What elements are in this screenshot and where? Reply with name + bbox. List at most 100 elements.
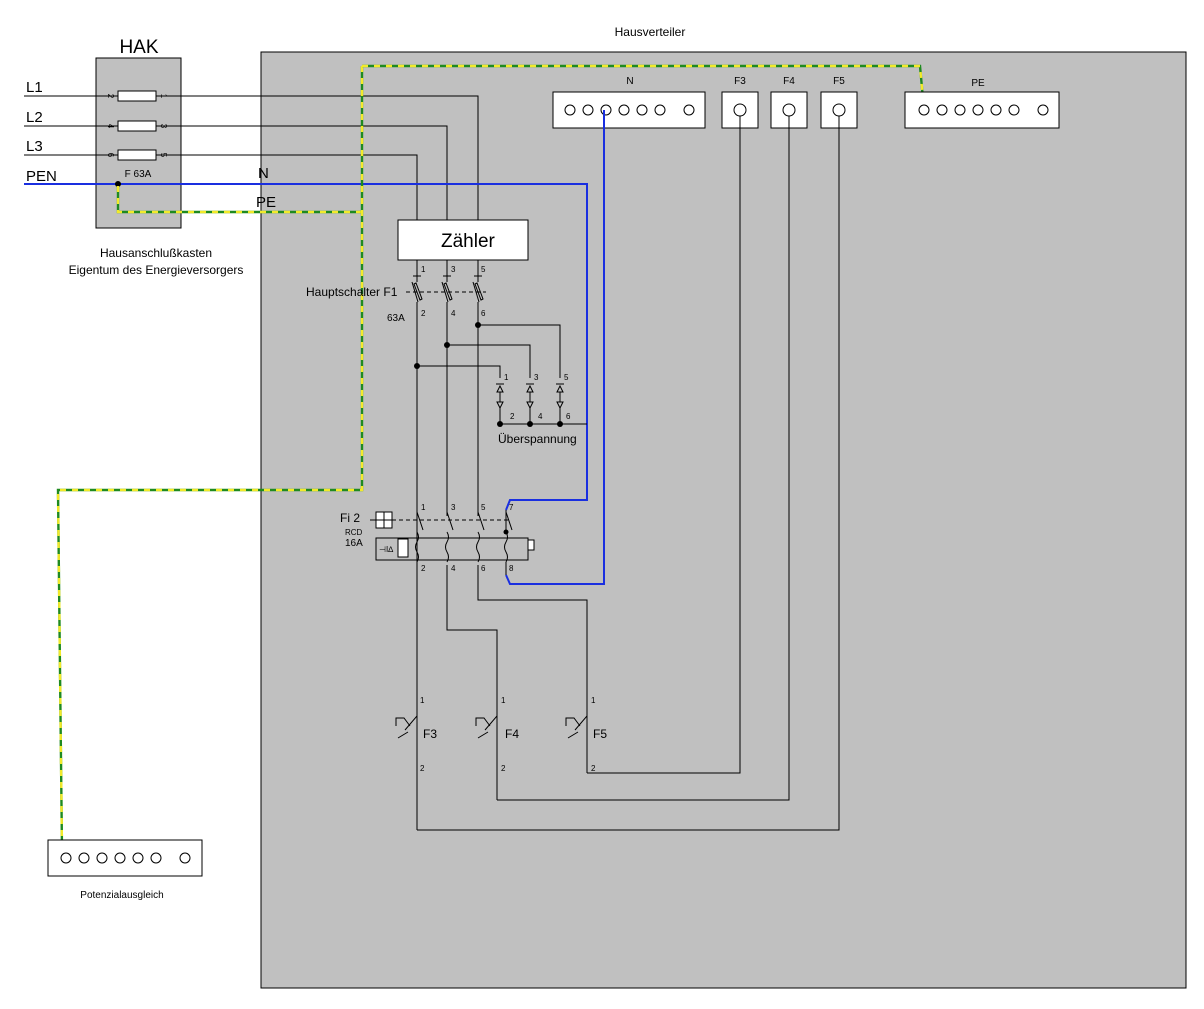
label-n: N — [258, 165, 269, 182]
terminal — [78, 852, 90, 864]
breaker-symbol — [565, 700, 588, 773]
rcd-test-cross — [370, 512, 392, 528]
terminal — [618, 104, 630, 116]
pin-number: 8 — [509, 564, 514, 573]
rcd-fi2: Fi 2 RCD 16A ⊣I∆ 1 3 5 7 2 4 6 8 — [340, 325, 588, 760]
output-wires — [417, 116, 840, 831]
terminal — [954, 104, 966, 116]
rcd-test-resistor — [527, 539, 535, 551]
phase-wires — [24, 95, 479, 220]
pin-number: 1 — [421, 265, 426, 274]
terminal — [150, 852, 162, 864]
pin-number: 7 — [509, 503, 514, 512]
pin-number: 4 — [451, 309, 456, 318]
hak-description-line2: Eigentum des Energieversorgers — [69, 263, 244, 277]
pe-rail-label: PE — [971, 78, 985, 89]
main-switch: Hauptschalter F1 63A 1 3 5 2 4 6 — [306, 260, 486, 760]
pin-number: 2 — [510, 412, 515, 421]
breaker-f5: F5 1 2 — [565, 696, 607, 773]
terminal — [600, 104, 612, 116]
rcd-contacts — [416, 511, 513, 531]
rcd-coil-rail — [375, 537, 529, 561]
terminal — [832, 103, 846, 117]
rcd-sensor — [397, 538, 409, 558]
breakers: F3 1 2 F4 1 2 F5 1 2 — [395, 696, 607, 830]
breaker-symbol — [395, 700, 418, 830]
pin-number: 4 — [538, 412, 543, 421]
wire-pe-main — [56, 66, 364, 851]
pin-number: 6 — [566, 412, 571, 421]
wire-surge-feed — [417, 324, 561, 378]
pin-number: 3 — [451, 265, 456, 274]
wire-meter-out — [416, 260, 479, 282]
terminal — [564, 104, 576, 116]
wire-pe-hak — [116, 186, 362, 214]
pin-number: 1 — [501, 696, 506, 705]
junction-node — [497, 421, 503, 427]
wire-n-return — [505, 110, 605, 585]
terminal — [1037, 104, 1049, 116]
label-pe: PE — [256, 194, 276, 211]
switch-fuse-body — [413, 282, 484, 301]
rcd-phase-in — [446, 325, 479, 516]
surge-arrester — [496, 383, 587, 425]
pin-number: 2 — [421, 309, 426, 318]
terminal — [636, 104, 648, 116]
terminal — [179, 852, 191, 864]
terminal — [733, 103, 747, 117]
rcd-type: RCD — [345, 528, 363, 537]
hausverteiler-title: Hausverteiler — [615, 25, 686, 39]
wire-l3 — [24, 154, 418, 220]
breaker-f3: F3 1 2 — [395, 696, 437, 830]
hak-fuse-l2 — [117, 120, 157, 132]
pen-split-node — [115, 181, 121, 187]
label-l2: L2 — [26, 109, 43, 126]
meter-box — [397, 219, 529, 261]
terminal — [972, 104, 984, 116]
terminal — [683, 104, 695, 116]
terminal — [114, 852, 126, 864]
terminal — [654, 104, 666, 116]
hak-description-line1: Hausanschlußkasten — [100, 246, 212, 260]
potential-rail — [47, 839, 203, 877]
pin-number: 2 — [420, 764, 425, 773]
surge-protection: 1 3 5 2 4 6 Überspannung — [414, 322, 587, 446]
wire-f4-out — [497, 116, 790, 801]
pin-number: 1 — [420, 696, 425, 705]
hak-title: HAK — [119, 37, 158, 58]
rcd-out — [446, 565, 588, 760]
n-rail-terminals — [564, 104, 695, 116]
breaker-label: F4 — [505, 727, 519, 741]
junction-node — [527, 421, 533, 427]
potential-rail-terminals — [60, 852, 191, 864]
terminal — [60, 852, 72, 864]
terminal — [582, 104, 594, 116]
wire-pe-rail — [362, 64, 926, 111]
pin-number: 1 — [591, 696, 596, 705]
terminal — [990, 104, 1002, 116]
breaker-symbol — [475, 700, 498, 800]
junction-node — [503, 529, 509, 535]
terminal — [96, 852, 108, 864]
surge-label: Überspannung — [498, 432, 577, 446]
junction-node — [414, 363, 420, 369]
pin-number: 2 — [421, 564, 426, 573]
pin-number: 1 — [421, 503, 426, 512]
hak-fuse-rating: F 63A — [125, 169, 152, 180]
pin-number: 1 — [504, 373, 509, 382]
main-switch-rating: 63A — [387, 313, 405, 324]
wire-f5-out — [587, 116, 741, 774]
terminal — [936, 104, 948, 116]
hak-fuse-l3 — [117, 149, 157, 161]
wire-l2 — [24, 125, 448, 220]
breaker-label: F3 — [423, 727, 437, 741]
terminal-label: F4 — [783, 76, 795, 87]
pin-number: 6 — [481, 309, 486, 318]
hak-box — [95, 57, 182, 229]
rcd-name: Fi 2 — [340, 511, 360, 525]
terminal-label: F3 — [734, 76, 746, 87]
pin-number: 4 — [451, 564, 456, 573]
terminal — [1008, 104, 1020, 116]
pin-number: 2 — [501, 764, 506, 773]
